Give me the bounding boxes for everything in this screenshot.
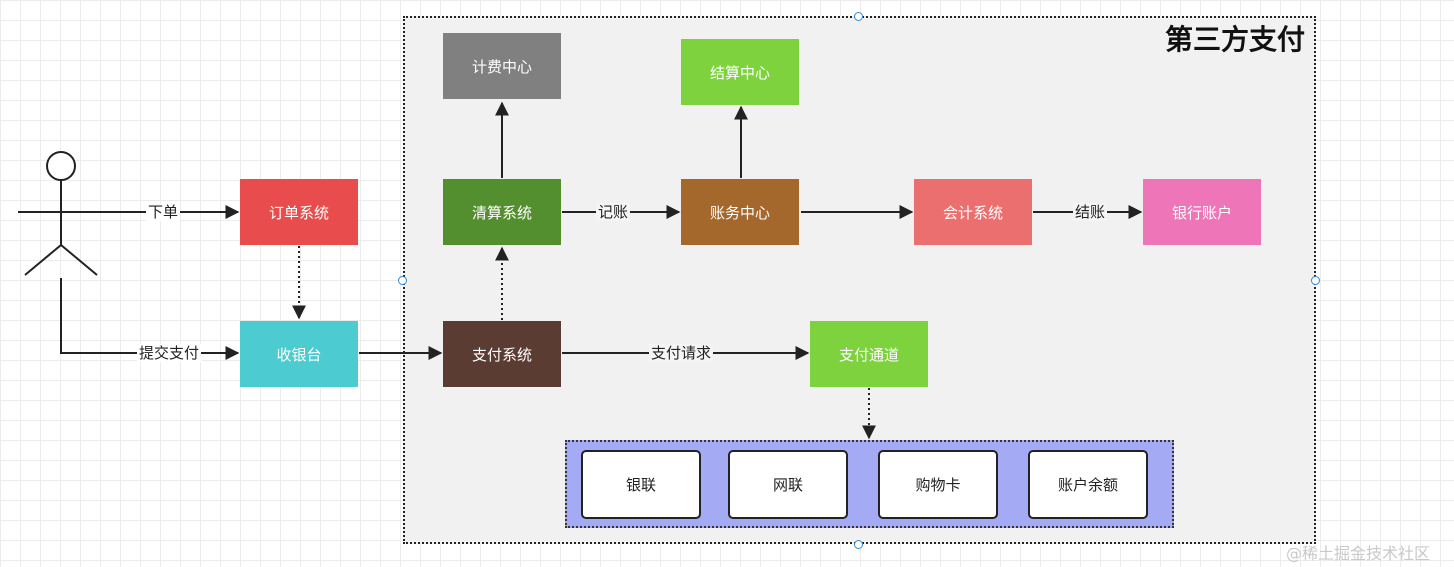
edge-label-record: 记账 (596, 203, 631, 221)
channel-unionpay[interactable]: 银联 (581, 450, 701, 519)
node-label: 银行账户 (1171, 203, 1232, 222)
resize-handle-left[interactable] (398, 276, 407, 285)
node-cashier[interactable]: 收银台 (240, 321, 358, 387)
node-label: 会计系统 (942, 203, 1003, 222)
channel-label: 银联 (625, 476, 656, 494)
channel-shopping-card[interactable]: 购物卡 (878, 450, 998, 519)
node-bank-account[interactable]: 银行账户 (1143, 179, 1261, 245)
node-ledger-center[interactable]: 账务中心 (681, 179, 799, 245)
node-label: 账务中心 (709, 203, 770, 222)
resize-handle-top[interactable] (854, 12, 863, 21)
node-label: 支付系统 (471, 345, 532, 364)
channel-account-balance[interactable]: 账户余额 (1028, 450, 1148, 519)
edge-label-settle: 结账 (1073, 203, 1108, 221)
edge-submit-payment (60, 278, 240, 360)
channel-label: 账户余额 (1057, 476, 1118, 494)
resize-handle-right[interactable] (1311, 276, 1320, 285)
resize-handle-bottom[interactable] (854, 540, 863, 549)
node-label: 结算中心 (709, 63, 770, 82)
node-order-system[interactable]: 订单系统 (240, 179, 358, 245)
node-label: 支付通道 (838, 345, 899, 364)
node-label: 订单系统 (268, 203, 329, 222)
actor-icon (18, 151, 104, 276)
channel-label: 网联 (772, 476, 803, 494)
edge-label-submit-payment: 提交支付 (137, 344, 202, 362)
container-title: 第三方支付 (1164, 23, 1305, 56)
node-label: 计费中心 (471, 57, 532, 76)
node-settlement-center[interactable]: 结算中心 (681, 39, 799, 105)
channel-netsunion[interactable]: 网联 (728, 450, 848, 519)
channel-label: 购物卡 (915, 476, 961, 494)
node-accounting-system[interactable]: 会计系统 (914, 179, 1032, 245)
node-payment-channel[interactable]: 支付通道 (810, 321, 928, 387)
node-clearing-system[interactable]: 清算系统 (443, 179, 561, 245)
node-label: 收银台 (276, 345, 322, 364)
node-payment-system[interactable]: 支付系统 (443, 321, 561, 387)
watermark: @稀土掘金技术社区 (1286, 544, 1431, 563)
edge-label-pay-request: 支付请求 (649, 344, 714, 362)
node-billing-center[interactable]: 计费中心 (443, 33, 561, 99)
node-label: 清算系统 (471, 203, 532, 222)
edge-label-place-order: 下单 (146, 203, 181, 221)
